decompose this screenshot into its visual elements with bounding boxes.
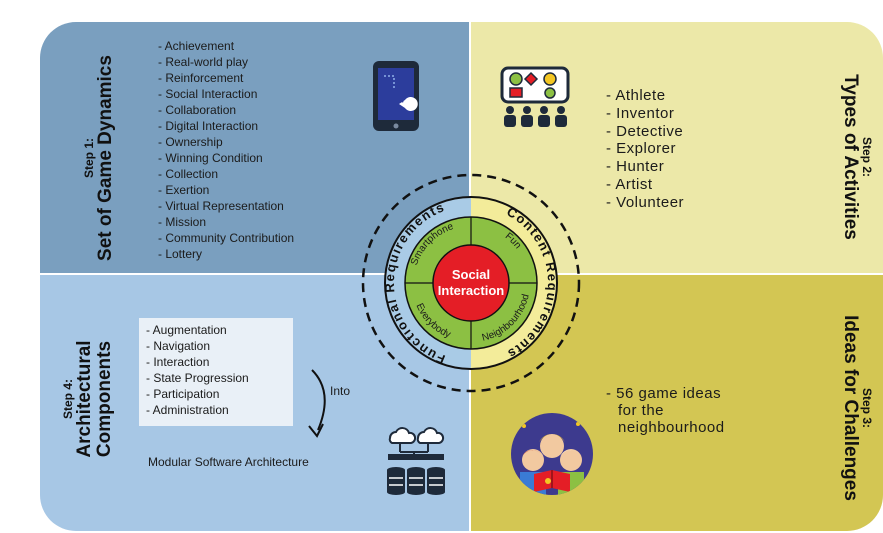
list-item: - Augmentation [146,323,227,337]
list-item: - Exertion [158,183,210,197]
core-line2: Interaction [438,283,505,298]
step3-label: Step 3: [860,387,874,428]
children-reading-icon [511,413,593,495]
list-item: - Athlete [606,87,666,104]
components-box [139,318,293,426]
list-item: - 56 game ideas [606,385,722,402]
list-item: - Navigation [146,339,211,353]
list-item: - Community Contribution [158,231,295,245]
list-item: - Detective [606,122,684,140]
curved-arrow-icon [308,369,326,438]
activities-people-icon [500,66,570,127]
core-line1: Social [452,267,490,282]
game-dynamics-list: - Achievement - Real-world play - Reinfo… [158,38,294,262]
activities-list: - Athlete - Inventor - Detective - Explo… [606,87,684,212]
step2-label: Step 2: [860,136,874,177]
list-item: - Collaboration [158,103,237,117]
list-item: - Social Interaction [158,87,258,101]
list-item: neighbourhood [618,419,725,436]
step3-title: Step 3: Ideas for Challenges [824,283,874,533]
list-item: - Ownership [158,135,223,149]
list-item: - Mission [158,215,207,229]
components-list: - Augmentation - Navigation - Interactio… [146,322,249,418]
list-item: for the [618,402,665,419]
list-item: - Collection [158,167,219,181]
step4-heading-line2: Components [94,340,115,458]
cloud-servers-icon [387,427,445,495]
step1-heading: Set of Game Dynamics [95,55,116,261]
into-label: Into [330,384,351,398]
challenges-list: - 56 game ideas for the neighbourhood [606,385,725,436]
step4-heading-line1: Architectural [74,340,95,458]
architecture-label: Modular Software Architecture [148,455,309,469]
step2-title: Step 2: Types of Activities [824,32,874,282]
step4-label: Step 4: [61,379,75,420]
list-item: - Winning Condition [158,151,263,165]
list-item: - Volunteer [606,193,685,211]
list-item: - Interaction [146,355,210,369]
step4-title: Step 4: Architectural Components [61,299,123,499]
list-item: - Hunter [606,158,665,176]
step2-heading: Types of Activities [840,74,861,240]
list-item: - Virtual Representation [158,199,284,213]
list-item: - Real-world play [158,55,249,69]
step1-title: Step 1: Set of Game Dynamics [82,33,132,283]
list-item: - State Progression [146,371,249,385]
requirements-wheel: Social Interaction Smartphone Fun Everyb… [361,173,581,393]
list-item: - Lottery [158,247,203,261]
step1-label: Step 1: [82,138,96,179]
list-item: - Inventor [606,104,675,122]
tablet-pacman-icon [373,61,419,131]
step3-heading: Ideas for Challenges [840,315,861,501]
dashed-outline [361,173,581,393]
list-item: - Participation [146,387,220,401]
list-item: - Artist [606,175,653,193]
list-item: - Administration [146,403,229,417]
list-item: - Achievement [158,39,235,53]
list-item: - Explorer [606,140,677,158]
list-item: - Digital Interaction [158,119,259,133]
list-item: - Reinforcement [158,71,244,85]
social-interaction-core [432,244,510,322]
